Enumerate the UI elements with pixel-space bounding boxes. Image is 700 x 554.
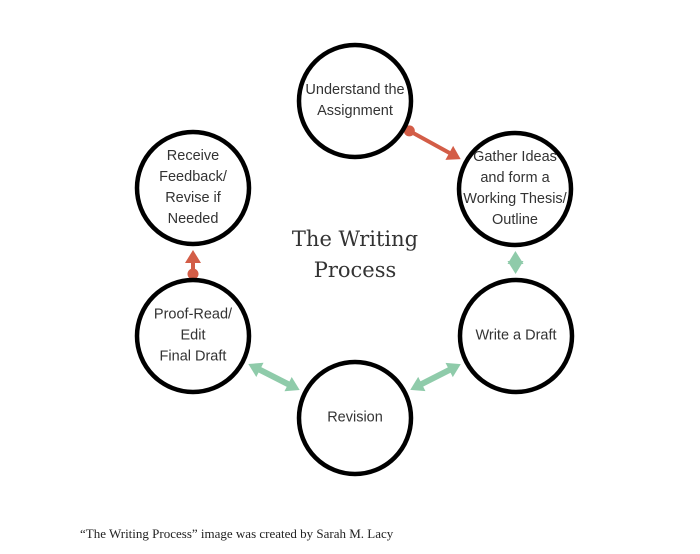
node-understand-circle	[296, 42, 414, 160]
node-proofread-circle	[134, 277, 252, 395]
node-gather-label: Gather Ideas and form a Working Thesis/ …	[463, 149, 567, 228]
edge-gather-to-write	[507, 250, 524, 275]
node-feedback-circle	[134, 129, 252, 247]
title-line-2: Process	[313, 258, 397, 282]
edge-write-to-revision	[410, 362, 461, 392]
arrowhead	[445, 145, 461, 160]
node-proofread-label: Proof-Read/ Edit Final Draft	[153, 306, 233, 365]
node-revision-circle	[296, 359, 414, 477]
arrow-line	[416, 365, 455, 389]
title-line-1: The Writing	[291, 227, 419, 251]
arrowhead	[284, 376, 300, 392]
edge-proofread-to-feedback	[185, 250, 201, 280]
node-gather-circle	[456, 130, 574, 248]
node-understand-label: Understand the Assignment	[305, 82, 405, 119]
image-credit-caption: “The Writing Process” image was created …	[80, 526, 394, 541]
node-write-circle	[457, 277, 575, 395]
node-write-label: Write a Draft	[475, 327, 557, 344]
arrow-tail-dot	[403, 125, 415, 137]
edge-understand-to-gather	[403, 125, 461, 160]
arrowhead	[185, 250, 201, 263]
node-revision-label: Revision	[327, 409, 383, 426]
arrowhead	[248, 362, 264, 378]
diagram-title: The Writing Process	[292, 224, 418, 286]
arrowhead	[410, 376, 426, 392]
arrowhead	[445, 362, 461, 378]
arrowhead	[507, 260, 524, 275]
node-feedback-label: Receive Feedback/ Revise if Needed	[159, 148, 227, 227]
arrow-line	[254, 364, 294, 390]
arrow-line	[408, 129, 455, 158]
arrowhead	[507, 250, 524, 265]
arrow-tail-dot	[187, 268, 199, 280]
edge-revision-to-proofread	[248, 362, 300, 392]
